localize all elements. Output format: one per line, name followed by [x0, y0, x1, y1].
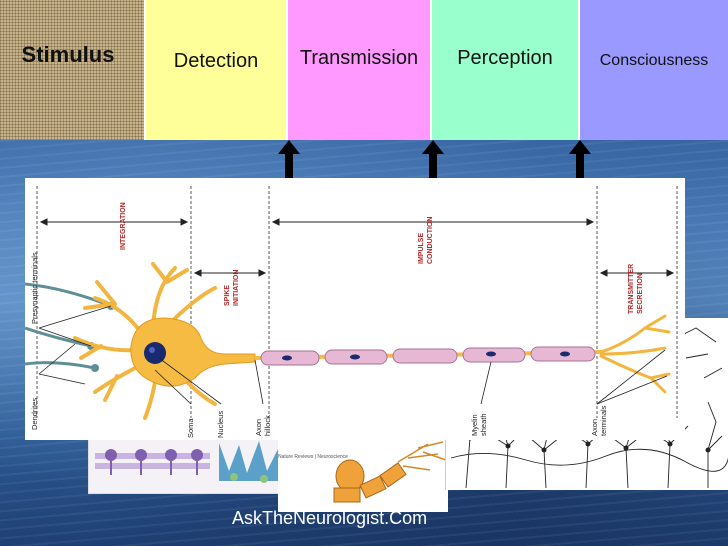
up-arrow-icon — [569, 140, 591, 182]
stage-label: Stimulus — [21, 42, 115, 67]
stage-consciousness: Consciousness — [580, 0, 728, 140]
label-axon-hillock-line1: Axon — [254, 419, 263, 436]
label-myelin-line2: sheath — [479, 413, 488, 436]
label-myelin-line1: Myelin — [470, 414, 479, 436]
label-axon-terminals-line1: Axon — [590, 419, 599, 436]
stage-label: Perception — [457, 46, 553, 69]
section-impulse-line1: IMPULSE — [418, 233, 425, 264]
journal-credit: Nature Reviews | Neuroscience — [278, 454, 348, 460]
stage-transmission: Transmission — [288, 0, 432, 140]
section-transmitter-line2: SECRETION — [637, 273, 644, 314]
myelin-inset-image: Nature Reviews | Neuroscience — [278, 440, 448, 512]
section-spike-line1: SPIKE — [224, 285, 231, 306]
stage-detection: Detection — [146, 0, 288, 140]
stage-label: Transmission — [299, 46, 419, 69]
stage-label: Consciousness — [599, 52, 709, 69]
up-arrow-icon — [422, 140, 444, 182]
label-presynaptic: Presynaptic terminals — [30, 252, 39, 324]
stage-label: Detection — [173, 49, 259, 72]
label-soma: Soma — [186, 418, 195, 438]
section-integration: INTEGRATION — [120, 202, 127, 250]
up-arrow-icon — [278, 140, 300, 182]
section-transmitter-line1: TRANSMITTER — [628, 264, 635, 314]
label-axon-terminals-line2: terminals — [599, 405, 608, 436]
stage-perception: Perception — [432, 0, 580, 140]
section-impulse-line2: CONDUCTION — [427, 217, 434, 264]
label-dendrites: Dendrites — [30, 398, 39, 430]
site-watermark: AskTheNeurologist.Com — [232, 508, 428, 528]
stage-stimulus: Stimulus — [0, 0, 146, 140]
label-axon-hillock-line2: hillock — [263, 415, 272, 436]
section-spike-line2: INITIATION — [233, 270, 240, 306]
label-nucleus: Nucleus — [216, 411, 225, 438]
neuron-diagram: INTEGRATION SPIKE INITIATION IMPULSE CON… — [24, 178, 685, 440]
